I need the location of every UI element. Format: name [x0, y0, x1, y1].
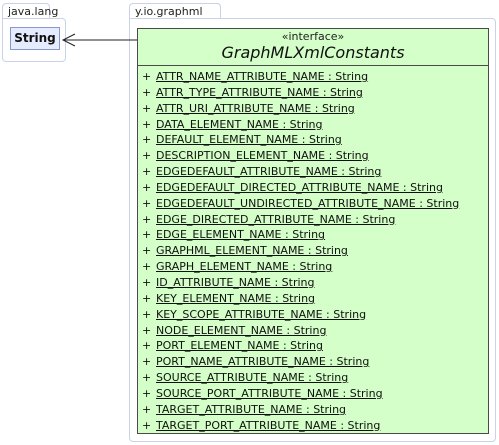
attribute-row[interactable]: + DATA_ELEMENT_NAME : String — [142, 117, 486, 133]
package-tab-y-io-graphml: y.io.graphml — [129, 3, 221, 19]
attribute-visibility: + — [142, 323, 152, 337]
attribute-row[interactable]: + DEFAULT_ELEMENT_NAME : String — [142, 132, 486, 148]
attribute-visibility: + — [142, 165, 152, 179]
class-string[interactable]: String — [10, 27, 60, 50]
attribute-row[interactable]: + TARGET_ATTRIBUTE_NAME : String — [142, 402, 486, 418]
class-graphml-xml-constants[interactable]: «interface» GraphMLXmlConstants + ATTR_NA… — [137, 28, 489, 434]
attribute-text: NODE_ELEMENT_NAME : String — [156, 323, 327, 337]
attribute-visibility: + — [142, 402, 152, 416]
attribute-visibility: + — [142, 339, 152, 353]
attribute-row[interactable]: + ATTR_NAME_ATTRIBUTE_NAME : String — [142, 69, 486, 85]
attribute-text: SOURCE_PORT_ATTRIBUTE_NAME : String — [156, 386, 383, 400]
attribute-row[interactable]: + GRAPH_ELEMENT_NAME : String — [142, 259, 486, 275]
attribute-row[interactable]: + ID_ATTRIBUTE_NAME : String — [142, 275, 486, 291]
attribute-row[interactable]: + ATTR_TYPE_ATTRIBUTE_NAME : String — [142, 85, 486, 101]
class-string-name: String — [14, 31, 56, 45]
attribute-text: ATTR_TYPE_ATTRIBUTE_NAME : String — [156, 85, 363, 99]
attribute-text: SOURCE_ATTRIBUTE_NAME : String — [156, 371, 349, 385]
attribute-visibility: + — [142, 291, 152, 305]
class-stereotype: «interface» — [281, 30, 345, 43]
attribute-text: GRAPH_ELEMENT_NAME : String — [156, 260, 333, 274]
attribute-text: DATA_ELEMENT_NAME : String — [156, 117, 323, 131]
attribute-visibility: + — [142, 386, 152, 400]
attribute-visibility: + — [142, 70, 152, 83]
attribute-text: EDGEDEFAULT_DIRECTED_ATTRIBUTE_NAME : St… — [156, 180, 443, 194]
attribute-text: PORT_ELEMENT_NAME : String — [156, 339, 323, 353]
attribute-text: EDGE_DIRECTED_ATTRIBUTE_NAME : String — [156, 212, 396, 226]
attribute-row[interactable]: + EDGE_DIRECTED_ATTRIBUTE_NAME : String — [142, 212, 486, 228]
attribute-row[interactable]: + EDGEDEFAULT_ATTRIBUTE_NAME : String — [142, 164, 486, 180]
attribute-text: EDGE_ELEMENT_NAME : String — [156, 228, 326, 242]
class-name: GraphMLXmlConstants — [221, 43, 405, 62]
attribute-text: TARGET_PORT_ATTRIBUTE_NAME : String — [156, 418, 381, 432]
attribute-row[interactable]: + PORT_NAME_ATTRIBUTE_NAME : String — [142, 354, 486, 370]
attribute-row[interactable]: + NODE_ELEMENT_NAME : String — [142, 323, 486, 339]
attribute-visibility: + — [142, 117, 152, 131]
class-header: «interface» GraphMLXmlConstants — [138, 29, 488, 66]
attribute-row[interactable]: + TARGET_PORT_ATTRIBUTE_NAME : String — [142, 418, 486, 434]
package-label-y-io-graphml: y.io.graphml — [135, 5, 203, 18]
attribute-visibility: + — [142, 228, 152, 242]
attribute-text: EDGEDEFAULT_ATTRIBUTE_NAME : String — [156, 165, 382, 179]
attribute-visibility: + — [142, 275, 152, 289]
attribute-visibility: + — [142, 418, 152, 432]
attribute-row[interactable]: + KEY_SCOPE_ATTRIBUTE_NAME : String — [142, 307, 486, 323]
attribute-text: DESCRIPTION_ELEMENT_NAME : String — [156, 149, 369, 163]
attribute-row[interactable]: + SOURCE_PORT_ATTRIBUTE_NAME : String — [142, 386, 486, 402]
attribute-visibility: + — [142, 244, 152, 258]
attribute-visibility: + — [142, 355, 152, 369]
attribute-visibility: + — [142, 260, 152, 274]
attribute-row[interactable]: + PORT_ELEMENT_NAME : String — [142, 338, 486, 354]
attribute-visibility: + — [142, 371, 152, 385]
attribute-text: PORT_NAME_ATTRIBUTE_NAME : String — [156, 355, 370, 369]
attribute-row[interactable]: + GRAPHML_ELEMENT_NAME : String — [142, 243, 486, 259]
attribute-visibility: + — [142, 85, 152, 99]
attribute-text: ATTR_NAME_ATTRIBUTE_NAME : String — [156, 70, 369, 83]
attribute-text: ATTR_URI_ATTRIBUTE_NAME : String — [156, 101, 355, 115]
attribute-visibility: + — [142, 180, 152, 194]
attribute-row[interactable]: + SOURCE_ATTRIBUTE_NAME : String — [142, 370, 486, 386]
attribute-text: KEY_SCOPE_ATTRIBUTE_NAME : String — [156, 307, 367, 321]
attribute-text: KEY_ELEMENT_NAME : String — [156, 291, 316, 305]
attribute-list: + ATTR_NAME_ATTRIBUTE_NAME : String + ATTR_… — [142, 69, 486, 433]
package-label-java-lang: java.lang — [8, 5, 59, 18]
attribute-text: GRAPHML_ELEMENT_NAME : String — [156, 244, 348, 258]
attribute-row[interactable]: + DESCRIPTION_ELEMENT_NAME : String — [142, 148, 486, 164]
attribute-text: EDGEDEFAULT_UNDIRECTED_ATTRIBUTE_NAME : … — [156, 196, 460, 210]
attribute-row[interactable]: + EDGEDEFAULT_DIRECTED_ATTRIBUTE_NAME : S… — [142, 180, 486, 196]
package-tab-java-lang: java.lang — [2, 3, 58, 19]
attribute-visibility: + — [142, 101, 152, 115]
attribute-visibility: + — [142, 212, 152, 226]
attribute-visibility: + — [142, 196, 152, 210]
attribute-text: DEFAULT_ELEMENT_NAME : String — [156, 133, 342, 147]
attribute-visibility: + — [142, 149, 152, 163]
attribute-row[interactable]: + EDGE_ELEMENT_NAME : String — [142, 227, 486, 243]
attribute-row[interactable]: + EDGEDEFAULT_UNDIRECTED_ATTRIBUTE_NAME :… — [142, 196, 486, 212]
attribute-visibility: + — [142, 133, 152, 147]
attribute-text: ID_ATTRIBUTE_NAME : String — [156, 275, 315, 289]
attribute-row[interactable]: + ATTR_URI_ATTRIBUTE_NAME : String — [142, 101, 486, 117]
attribute-row[interactable]: + KEY_ELEMENT_NAME : String — [142, 291, 486, 307]
attribute-text: TARGET_ATTRIBUTE_NAME : String — [156, 402, 347, 416]
attribute-visibility: + — [142, 307, 152, 321]
